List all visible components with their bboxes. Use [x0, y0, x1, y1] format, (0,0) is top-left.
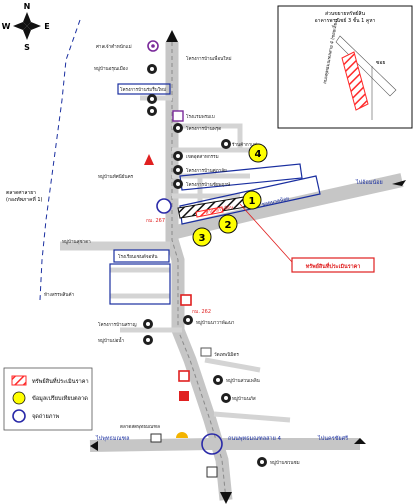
inset-title-1: ส่วนขยายทรัพย์สิน: [325, 10, 366, 17]
inset-title-2: อาคารพาณิชย์ 3 ชั้น 1 คูหา: [315, 15, 376, 24]
subject-parcel-red: [195, 206, 224, 218]
marker-2: 2: [218, 214, 238, 234]
callout-leader: [239, 203, 293, 263]
legend-item-photo: จุดถ่ายภาพ: [12, 409, 60, 423]
place-label-14: ห้างสรรพสินค้า: [44, 292, 75, 298]
place-label-22: หมู่บ้านชวนชม: [270, 460, 300, 466]
place-labels: ศาลเจ้าตำหนักแม่ โครงการบ้านเพื่อนใหม่ ห…: [44, 43, 300, 466]
place-label-10: โครงการบ้านศุภาลัย: [186, 167, 227, 174]
main-road-diagonal: [174, 173, 404, 239]
arrow-right-top: [392, 180, 406, 186]
legend-item-comparable: ข้อมูลเปรียบเทียบตลาด: [12, 391, 88, 405]
place-label-13: โรงเรียนเซนต์จอห์น: [118, 253, 158, 260]
compass-w: W: [2, 22, 11, 31]
left-label-2: (กองทัพภาคที่ 1): [6, 196, 43, 203]
place-label-12: หมู่บ้านสุชาดา: [62, 239, 91, 245]
marker-1-label: 1: [249, 196, 256, 207]
legend-label-comparable: ข้อมูลเปรียบเทียบตลาด: [32, 395, 88, 402]
road-label-right-bottom: ไปนครชัยศรี: [317, 435, 348, 442]
marker-2-label: 2: [225, 220, 232, 231]
place-label-11: โครงการบ้านชัยพฤกษ์: [186, 181, 230, 188]
km-upper: กม. 267: [146, 218, 165, 224]
place-label-17: หมู่บ้านบ่อน้ำ: [98, 337, 125, 344]
compass-s: S: [24, 43, 30, 52]
place-label-20: หมู่บ้านนภัส: [232, 395, 256, 402]
legend: ทรัพย์สินที่ประเมินราคา ข้อมูลเปรียบเทีย…: [3, 367, 93, 431]
compass-e: E: [44, 22, 49, 31]
arrow-north: [166, 30, 178, 42]
road-label-right-top: ไปอ้อมน้อย: [355, 179, 383, 186]
marker-3-label: 3: [199, 233, 206, 244]
compass-rose: N S E W: [2, 2, 50, 52]
arrow-right-bottom: [354, 438, 366, 444]
compass-n: N: [24, 2, 31, 11]
road-label-bottom-main: ถนนพุทธมณฑลสาย 4: [228, 435, 282, 442]
inset-map: ส่วนขยายทรัพย์สิน อาคารพาณิชย์ 3 ชั้น 1 …: [277, 5, 413, 129]
left-label-1: ตลาดศาลายา: [6, 190, 36, 196]
place-icons: [143, 40, 267, 478]
marker-4: 4: [248, 143, 268, 163]
inset-side-label: ซอย: [376, 60, 385, 66]
legend-label-photo: จุดถ่ายภาพ: [32, 414, 60, 420]
arrow-left-bottom: [90, 441, 98, 451]
photo-point-1: [156, 198, 172, 214]
place-label-18: วัดเทพนิมิตร: [214, 351, 239, 358]
legend-item-subject: ทรัพย์สินที่ประเมินราคา: [11, 375, 89, 386]
subject-callout-box: [291, 257, 375, 273]
place-label-15: โครงการบ้านสราญ: [98, 321, 137, 328]
place-label-16: หมู่บ้านนาวาพัฒนา: [196, 319, 235, 326]
arrow-south: [220, 492, 232, 504]
bottom-road: [89, 438, 360, 452]
place-label-8: เขตอุตสาหกรรม: [186, 154, 219, 160]
inset-subject-parcel: [341, 51, 369, 111]
marker-4-label: 4: [255, 149, 262, 160]
marker-1: 1: [242, 190, 262, 210]
place-label-19: หมู่บ้านสวนเพลิน: [226, 378, 261, 384]
photo-point-roundabout: [201, 433, 223, 455]
road-label-left-bottom: ไปพุทธมณฑล: [95, 435, 130, 442]
place-label-6: โครงการบ้านพรุด: [186, 125, 221, 132]
place-label-3: หมู่บ้านอรุณเมือง: [94, 65, 128, 72]
km-lower: กม. 262: [192, 309, 211, 315]
legend-label-subject: ทรัพย์สินที่ประเมินราคา: [32, 377, 89, 385]
place-label-1: ศาลเจ้าตำหนักแม่: [96, 43, 132, 50]
place-label-21: ตลาดสดพุทธมณฑล: [120, 424, 160, 430]
marker-3: 3: [192, 227, 212, 247]
place-label-9: หมู่บ้านทัศนีย์นคร: [98, 173, 134, 180]
subject-callout-text: ทรัพย์สินที่ประเมินราคา: [306, 262, 361, 270]
place-label-4: โครงการบ้านร่มรื่นใหม่: [120, 86, 166, 93]
place-label-7: ร้านค้ากาแฟ: [232, 142, 257, 148]
place-label-2: โครงการบ้านเพื่อนใหม่: [186, 55, 232, 62]
district-boundary: [39, 19, 81, 301]
place-label-5: โรงแรมพรมเบ: [186, 113, 215, 120]
minor-streets: [110, 95, 291, 423]
